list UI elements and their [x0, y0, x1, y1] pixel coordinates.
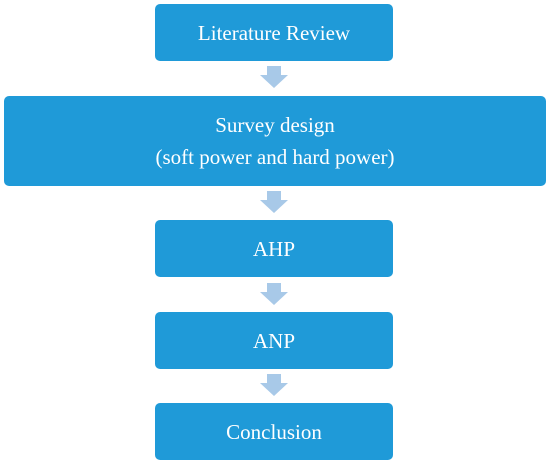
step-literature-review: Literature Review — [155, 4, 393, 61]
step-label: AHP — [252, 236, 295, 261]
down-arrow-icon — [260, 283, 288, 305]
step-conclusion: Conclusion — [155, 403, 393, 460]
step-anp: ANP — [155, 312, 393, 369]
down-arrow-icon — [260, 66, 288, 88]
step-label: Conclusion — [226, 419, 322, 444]
step-label: Survey design — [215, 113, 335, 137]
step-label: Literature Review — [197, 20, 351, 45]
down-arrow-icon — [260, 191, 288, 213]
step-survey-design: Survey design (soft power and hard power… — [4, 96, 546, 186]
down-arrow-icon — [260, 374, 288, 396]
step-sublabel: (soft power and hard power) — [155, 145, 395, 169]
step-ahp: AHP — [155, 220, 393, 277]
step-label: ANP — [252, 328, 295, 353]
